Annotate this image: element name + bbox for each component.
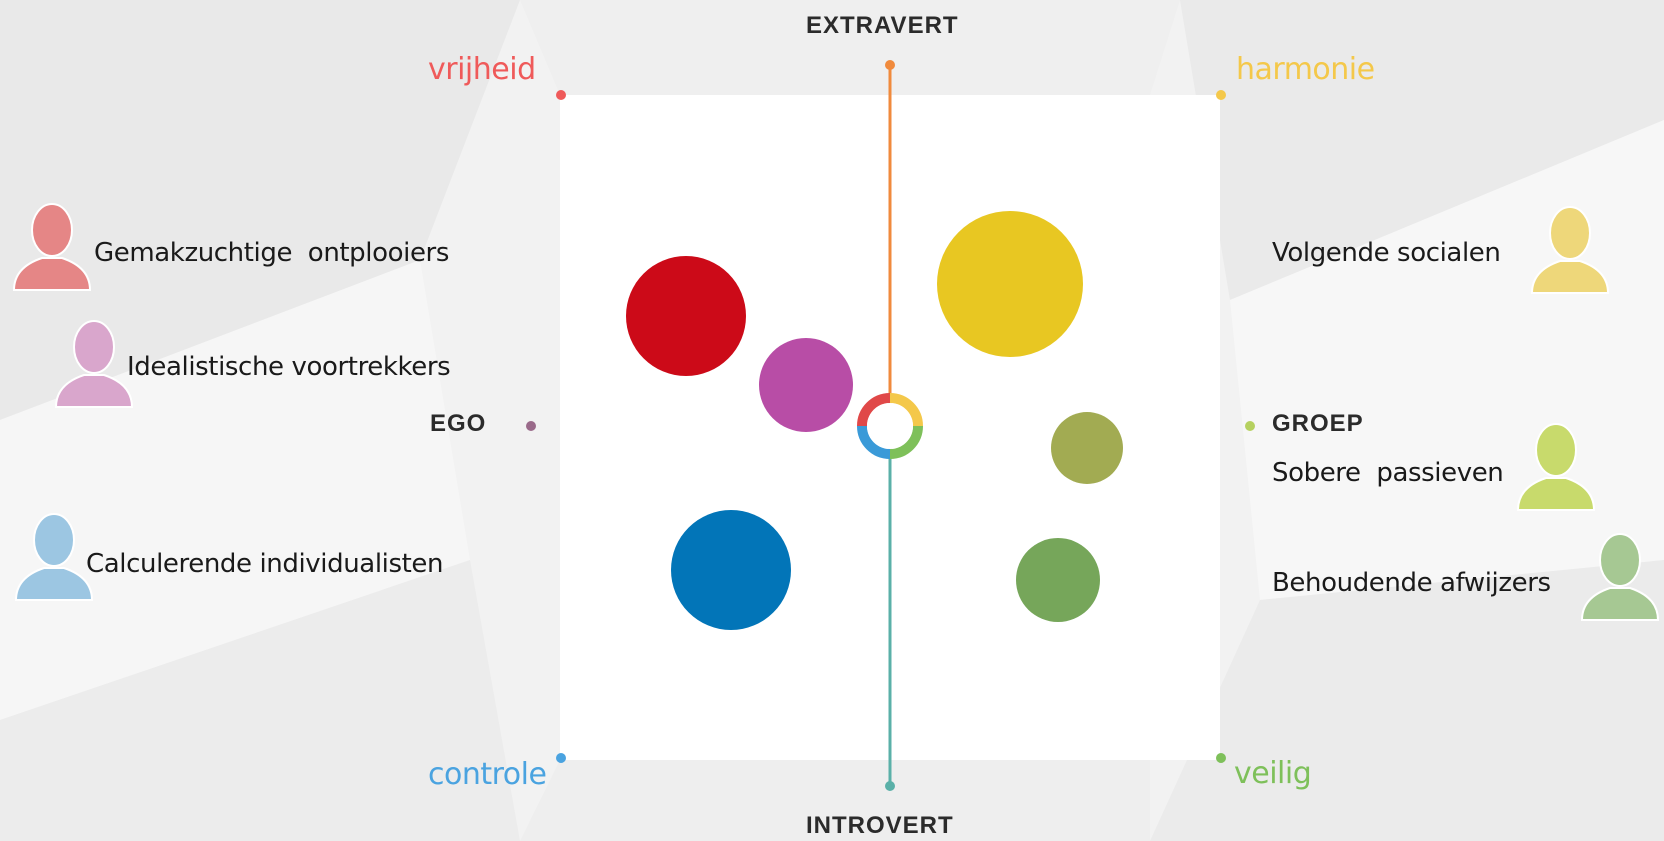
axis-label-ego: EGO <box>430 410 487 437</box>
person-icon-sobere-passieven <box>1514 420 1598 512</box>
axis-label-groep: GROEP <box>1272 410 1364 437</box>
segment-label-sobere-passieven: Sobere passieven <box>1272 458 1504 488</box>
axis-label-extravert: EXTRAVERT <box>806 12 959 39</box>
center-color-ring <box>857 393 923 459</box>
vrijheid-dot <box>556 90 566 100</box>
bubble-volgende-socialen <box>937 211 1083 357</box>
axis-label-introvert: INTROVERT <box>806 812 954 839</box>
corner-label-veilig: veilig <box>1234 756 1312 791</box>
person-icon-behoudende-afwijzers <box>1578 530 1662 622</box>
corner-label-harmonie: harmonie <box>1236 52 1375 87</box>
segment-label-volgende-socialen: Volgende socialen <box>1272 238 1501 268</box>
bubble-calculerende-individualisten <box>671 510 791 630</box>
segment-label-calculerende-individualisten: Calculerende individualisten <box>86 549 444 579</box>
controle-dot <box>556 753 566 763</box>
segment-label-idealistische-voortrekkers: Idealistische voortrekkers <box>127 352 451 382</box>
person-icon-calculerende-individualisten <box>12 510 96 602</box>
person-icon-idealistische-voortrekkers <box>52 317 136 409</box>
bubble-gemakzuchtige-ontplooiers <box>626 256 746 376</box>
harmonie-dot <box>1216 90 1226 100</box>
segment-label-behoudende-afwijzers: Behoudende afwijzers <box>1272 568 1551 598</box>
corner-label-controle: controle <box>428 757 547 792</box>
person-icon-gemakzuchtige-ontplooiers <box>10 200 94 292</box>
bubble-behoudende-afwijzers <box>1016 538 1100 622</box>
groep-dot <box>1245 421 1255 431</box>
extravert-dot <box>885 60 895 70</box>
bubble-sobere-passieven <box>1051 412 1123 484</box>
corner-label-vrijheid: vrijheid <box>428 52 536 87</box>
person-icon-volgende-socialen <box>1528 203 1612 295</box>
introvert-dot <box>885 781 895 791</box>
segment-label-gemakzuchtige-ontplooiers: Gemakzuchtige ontplooiers <box>94 238 449 268</box>
veilig-dot <box>1216 753 1226 763</box>
ego-dot <box>526 421 536 431</box>
bubble-idealistische-voortrekkers <box>759 338 853 432</box>
